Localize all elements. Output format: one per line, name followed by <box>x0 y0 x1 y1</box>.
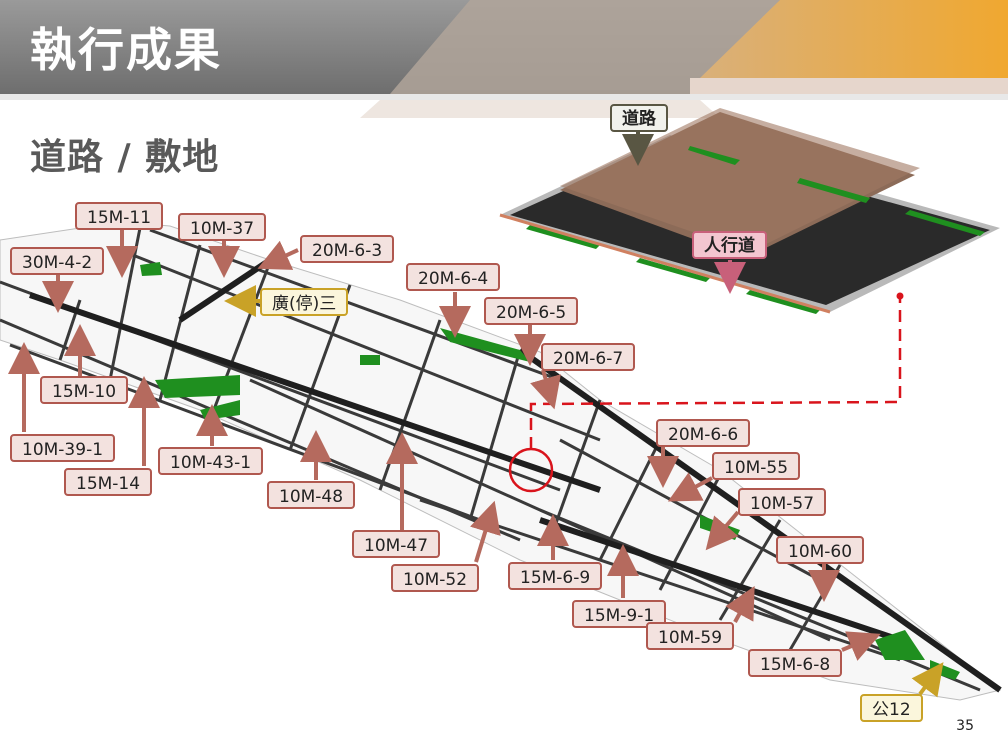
label-road: 道路 <box>610 104 668 132</box>
label-10m-39-1: 10M-39-1 <box>10 434 116 462</box>
label-20m-6-7: 20M-6-7 <box>541 343 636 371</box>
label-10m-43-1: 10M-43-1 <box>158 447 264 475</box>
label-20m-6-4: 20M-6-4 <box>406 263 501 291</box>
section-subtitle: 道路 / 敷地 <box>30 137 220 178</box>
label-10m-52: 10M-52 <box>391 564 480 592</box>
page-title: 執行成果 <box>30 23 222 77</box>
label-park-3: 廣(停)三 <box>260 288 349 316</box>
label-sidewalk: 人行道 <box>692 231 767 259</box>
callout-arrows <box>8 228 881 661</box>
park-arrows <box>224 285 944 698</box>
label-10m-48: 10M-48 <box>267 481 356 509</box>
inset-arrows <box>622 132 746 294</box>
header-background <box>0 0 1008 118</box>
label-park-12: 公12 <box>860 694 923 722</box>
label-15m-14: 15M-14 <box>64 468 153 496</box>
label-20m-6-5: 20M-6-5 <box>484 297 579 325</box>
label-10m-47: 10M-47 <box>352 530 441 558</box>
label-10m-60: 10M-60 <box>776 536 865 564</box>
road-cross-section-inset <box>499 108 1000 314</box>
label-15m-10: 15M-10 <box>40 376 129 404</box>
label-10m-59: 10M-59 <box>646 622 735 650</box>
page-number: 35 <box>956 718 974 734</box>
label-10m-37: 10M-37 <box>178 213 267 241</box>
label-10m-57: 10M-57 <box>738 488 827 516</box>
header-banner: 執行成果 <box>0 0 1008 118</box>
label-10m-55: 10M-55 <box>712 452 801 480</box>
highlight-link <box>508 292 904 493</box>
label-15m-6-9: 15M-6-9 <box>508 562 603 590</box>
label-15m-11: 15M-11 <box>75 202 164 230</box>
label-20m-6-6: 20M-6-6 <box>656 419 751 447</box>
label-20m-6-3: 20M-6-3 <box>300 235 395 263</box>
label-15m-6-8: 15M-6-8 <box>748 649 843 677</box>
label-30m-4-2: 30M-4-2 <box>10 247 105 275</box>
main-roads <box>29 257 1002 693</box>
